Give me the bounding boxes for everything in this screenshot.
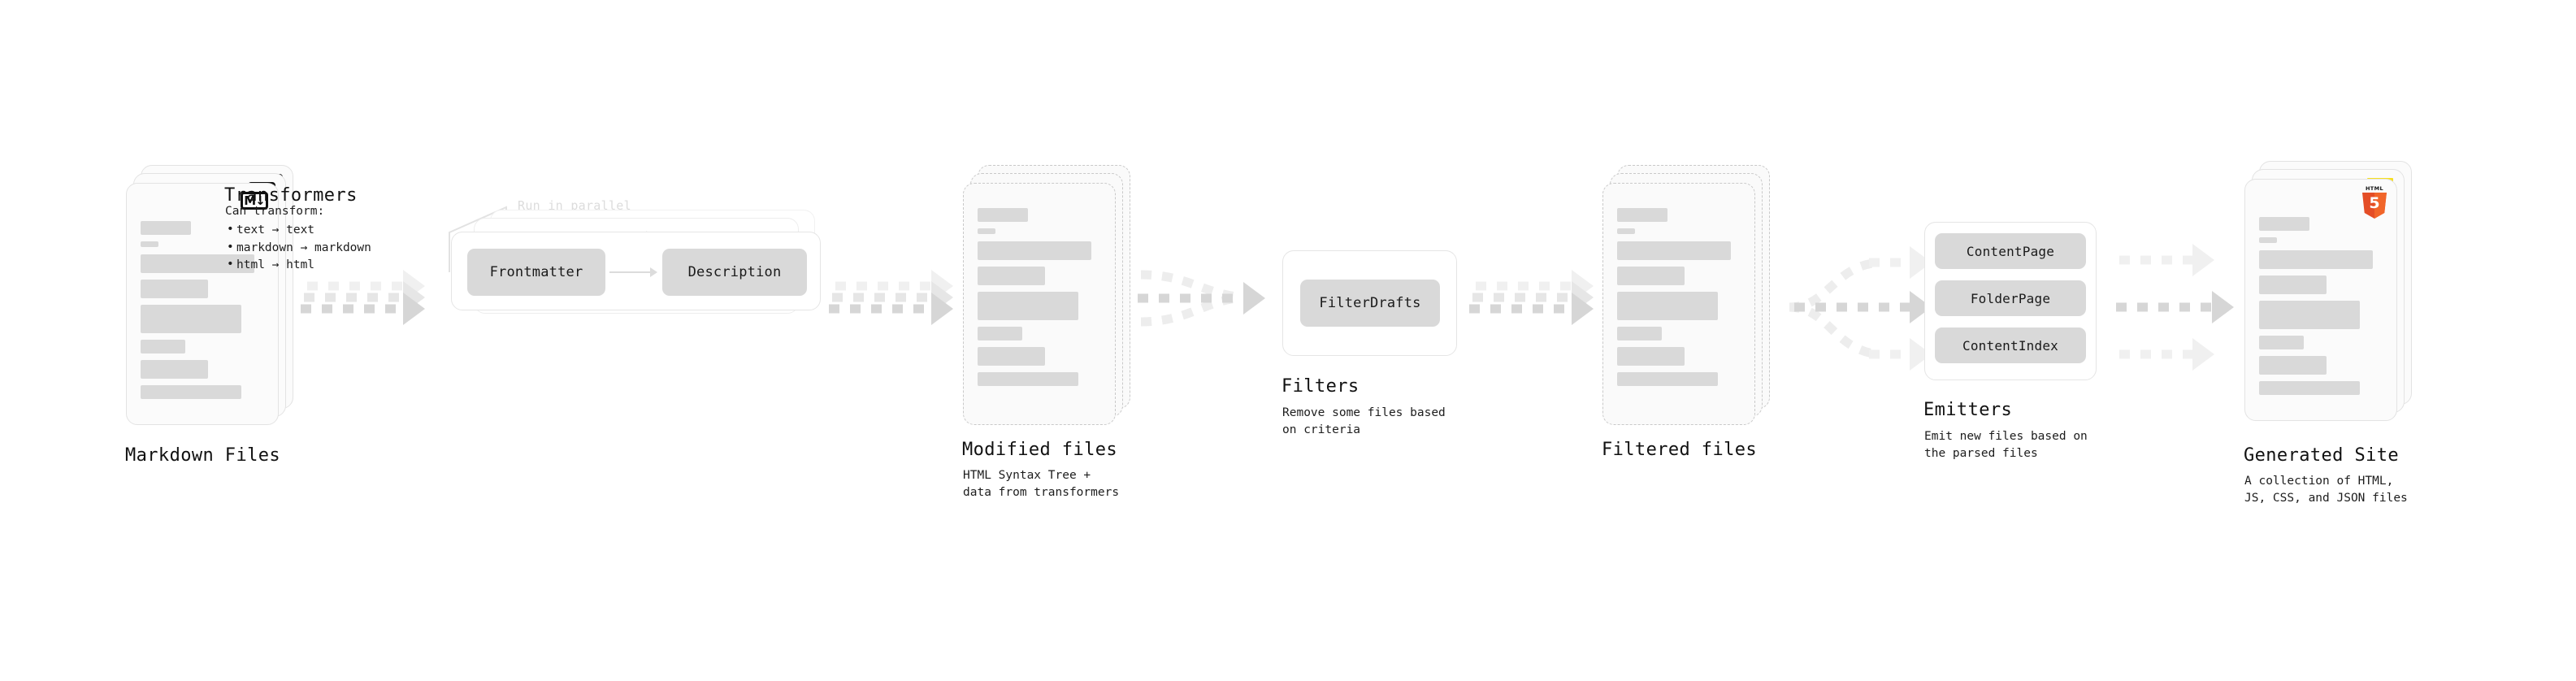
modified-files-description: HTML Syntax Tree + data from transformer… bbox=[963, 469, 1120, 500]
emitters-group-stack: ContentPage FolderPage ContentIndex bbox=[1924, 222, 2097, 380]
run-in-parallel-label: Run in parallel bbox=[518, 198, 631, 213]
filters-group-stack: FilterDrafts bbox=[1282, 250, 1457, 356]
transformers-description-intro: Can transform: bbox=[225, 205, 325, 218]
stage-filters: FilterDrafts Filters Remove some files b… bbox=[1281, 250, 1457, 436]
filters-description: Remove some files based on criteria bbox=[1282, 406, 1446, 437]
transformers-bullet-item: markdown → markdown bbox=[225, 239, 371, 257]
stage-title-markdown-files: Markdown Files bbox=[125, 445, 281, 466]
html5-icon-label: HTML bbox=[2365, 185, 2384, 192]
generated-site-stack: CSS HTML 5 bbox=[2244, 161, 2413, 421]
fanout-lines bbox=[1789, 258, 1881, 359]
html5-icon: HTML 5 bbox=[2362, 185, 2387, 219]
transformers-bullet-list: text → text markdown → markdown html → h… bbox=[225, 221, 371, 274]
site-sheet-html: HTML 5 bbox=[2244, 179, 2397, 421]
stage-modified-files: Modified files HTML Syntax Tree + data f… bbox=[962, 165, 1132, 499]
transformers-bullet-item: text → text bbox=[225, 221, 371, 239]
transformer-chip-frontmatter[interactable]: Frontmatter bbox=[467, 249, 605, 296]
stage-emitters: ContentPage FolderPage ContentIndex Emit… bbox=[1923, 222, 2097, 460]
transformer-chip-description[interactable]: Description bbox=[662, 249, 807, 296]
emitter-chip-contentindex[interactable]: ContentIndex bbox=[1935, 327, 2086, 363]
transformers-group-stack: Frontmatter Description bbox=[443, 187, 825, 317]
filtered-sheet-front bbox=[1602, 183, 1755, 425]
stage-filtered-files: Filtered files bbox=[1602, 165, 1772, 460]
stage-title-generated-site: Generated Site bbox=[2244, 445, 2400, 466]
generated-site-description: A collection of HTML, JS, CSS, and JSON … bbox=[2244, 475, 2408, 505]
stage-title-emitters: Emitters bbox=[1923, 400, 2013, 420]
transformers-description: Can transform: text → text markdown → ma… bbox=[225, 203, 371, 275]
stage-title-transformers: Transformers bbox=[224, 185, 358, 206]
stage-title-filters: Filters bbox=[1281, 376, 1360, 397]
modified-file-stack bbox=[963, 165, 1132, 425]
markdown-icon: M↓ bbox=[241, 192, 268, 210]
html5-icon-digit: 5 bbox=[2369, 194, 2380, 212]
emitters-description: Emit new files based on the parsed files bbox=[1924, 430, 2088, 461]
stage-transformers: Run in parallel Frontmatter bbox=[443, 187, 825, 317]
transformers-bullet-item: html → html bbox=[225, 256, 371, 274]
filter-chip-filterdrafts[interactable]: FilterDrafts bbox=[1300, 280, 1440, 327]
stage-generated-site: CSS HTML 5 bbox=[2244, 161, 2413, 505]
stage-title-modified-files: Modified files bbox=[962, 440, 1118, 460]
stage-title-filtered-files: Filtered files bbox=[1602, 440, 1758, 460]
filtered-file-stack bbox=[1602, 165, 1772, 425]
emitter-chip-folderpage[interactable]: FolderPage bbox=[1935, 280, 2086, 316]
modified-sheet-front bbox=[963, 183, 1116, 425]
emitter-chip-contentpage[interactable]: ContentPage bbox=[1935, 233, 2086, 269]
